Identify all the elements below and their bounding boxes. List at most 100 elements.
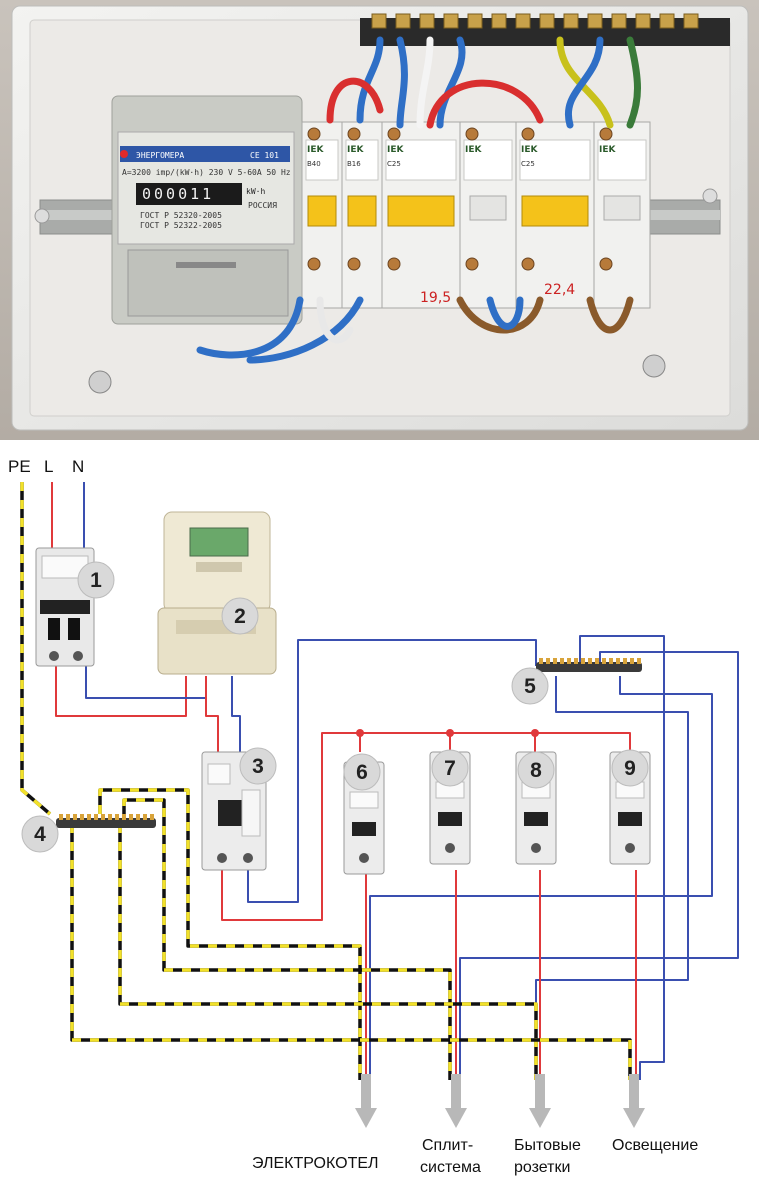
output-arrow <box>623 1074 645 1128</box>
badge-9: 9 <box>611 749 649 787</box>
photo-breakers: IEK B40 IEK B16 IEK C25 IEK IEK C25 IEK <box>301 121 651 309</box>
photo-breaker-brand: IEK <box>521 145 538 155</box>
output-label-sockets-1: Бытовые <box>514 1137 581 1154</box>
output-label-boiler: ЭЛЕКТРОКОТЕЛ <box>252 1155 379 1172</box>
pe-input-wire-stripe <box>20 482 52 816</box>
photo-breaker: IEK <box>459 121 517 309</box>
neutral-boiler-wire <box>369 676 713 1080</box>
bus-terminal <box>443 13 459 29</box>
phase-to-meter-wire <box>55 666 187 717</box>
pe-split-wire <box>122 798 452 1080</box>
label-l: L <box>44 457 53 476</box>
bus-terminal <box>467 13 483 29</box>
photo-breaker-rating: C25 <box>521 160 535 168</box>
meter-country: РОССИЯ <box>248 201 277 210</box>
bus-terminal <box>539 13 555 29</box>
panel-photo: ЭНЕРГОМЕРА CE 101 A=3200 imp/(kW·h) 230 … <box>0 0 759 440</box>
photo-breaker-brand: IEK <box>307 145 324 155</box>
badge-1: 1 <box>77 561 115 599</box>
badge-number: 6 <box>356 761 368 784</box>
bus-terminal <box>611 13 627 29</box>
group-breakers <box>343 751 651 875</box>
photo-breaker-brand: IEK <box>387 145 404 155</box>
handwritten-note-1: 19,5 <box>420 290 451 306</box>
output-label-split-1: Сплит- <box>422 1137 473 1154</box>
output-label-lighting: Освещение <box>612 1137 698 1154</box>
badge-8: 8 <box>517 751 555 789</box>
neutral-sockets-wire <box>535 676 689 1080</box>
wires <box>20 482 739 1080</box>
badge-4: 4 <box>21 815 59 853</box>
badge-5: 5 <box>511 667 549 705</box>
output-label-split-2: система <box>420 1159 481 1176</box>
bus-terminal <box>419 13 435 29</box>
phase-junction-dot <box>446 729 454 737</box>
bus-bars <box>56 658 642 828</box>
photo-breaker-rating: B16 <box>347 160 361 168</box>
phase-meter-to-rcd-wire <box>205 676 219 756</box>
neutral-split-wire <box>459 651 739 1080</box>
badge-7: 7 <box>431 749 469 787</box>
bus-terminal <box>635 13 651 29</box>
photo-breaker: IEK B40 <box>301 121 343 309</box>
pe-split-wire-stripe <box>122 798 452 1080</box>
meter-model: CE 101 <box>250 151 279 160</box>
label-n: N <box>72 457 84 476</box>
pe-sockets-wire-stripe <box>118 824 538 1080</box>
photo-breaker-brand: IEK <box>465 145 482 155</box>
meter-gost-1: ГОСТ Р 52320-2005 <box>140 211 222 220</box>
pe-bus-bar <box>56 814 156 828</box>
neutral-meter-to-rcd-wire <box>231 676 241 756</box>
bus-terminal <box>587 13 603 29</box>
badge-number: 1 <box>90 569 102 592</box>
output-label-sockets-2: розетки <box>514 1159 570 1176</box>
output-arrow <box>445 1074 467 1128</box>
handwritten-note-2: 22,4 <box>544 282 575 298</box>
badge-6: 6 <box>343 753 381 791</box>
meter-unit: kW·h <box>246 187 265 196</box>
photo-breaker: IEK C25 <box>381 121 461 309</box>
neutral-to-bus5-wire <box>247 639 537 903</box>
phase-junction-dot <box>356 729 364 737</box>
badge-number: 7 <box>444 757 456 780</box>
neutral-lighting-wire <box>579 635 665 1080</box>
bus-terminal <box>491 13 507 29</box>
badge-number: 8 <box>530 759 542 782</box>
meter <box>157 511 277 675</box>
output-arrows <box>355 1074 645 1128</box>
pe-boiler-wire-stripe <box>98 788 362 1080</box>
bus-terminal <box>683 13 699 29</box>
bus-bar-terminals <box>371 13 699 29</box>
meter-reading: 000011 <box>142 185 214 203</box>
badge-number: 3 <box>252 755 264 778</box>
meter-brand: ЭНЕРГОМЕРА <box>136 151 184 160</box>
label-pe: PE <box>8 457 31 476</box>
badge-number: 4 <box>34 823 46 846</box>
photo-breaker-brand: IEK <box>599 145 616 155</box>
photo-wires <box>196 36 641 364</box>
photo-breaker: IEK C25 <box>515 121 595 309</box>
badge-number: 9 <box>624 757 636 780</box>
badge-3: 3 <box>239 747 277 785</box>
photo-breaker-brand: IEK <box>347 145 364 155</box>
badge-number: 2 <box>234 605 246 628</box>
photo-breaker-rating: B40 <box>307 160 321 168</box>
bus-terminal <box>371 13 387 29</box>
meter-spec: A=3200 imp/(kW·h) 230 V 5-60A 50 Hz <box>122 168 291 177</box>
number-badges: 1 2 3 4 5 6 7 8 9 <box>21 561 649 853</box>
bus-terminal <box>395 13 411 29</box>
output-arrow <box>529 1074 551 1128</box>
electricity-meter: ЭНЕРГОМЕРА CE 101 A=3200 imp/(kW·h) 230 … <box>111 95 303 325</box>
pe-lighting-wire-stripe <box>70 824 632 1080</box>
bus-terminal <box>659 13 675 29</box>
neutral-bus-bar-5 <box>536 658 642 672</box>
bus-terminal <box>515 13 531 29</box>
badge-2: 2 <box>221 597 259 635</box>
output-arrow <box>355 1074 377 1128</box>
bus-terminal <box>563 13 579 29</box>
phase-junction-dot <box>531 729 539 737</box>
photo-breaker-rating: C25 <box>387 160 401 168</box>
photo-breaker: IEK B16 <box>341 121 383 309</box>
breaker-6 <box>343 761 385 875</box>
